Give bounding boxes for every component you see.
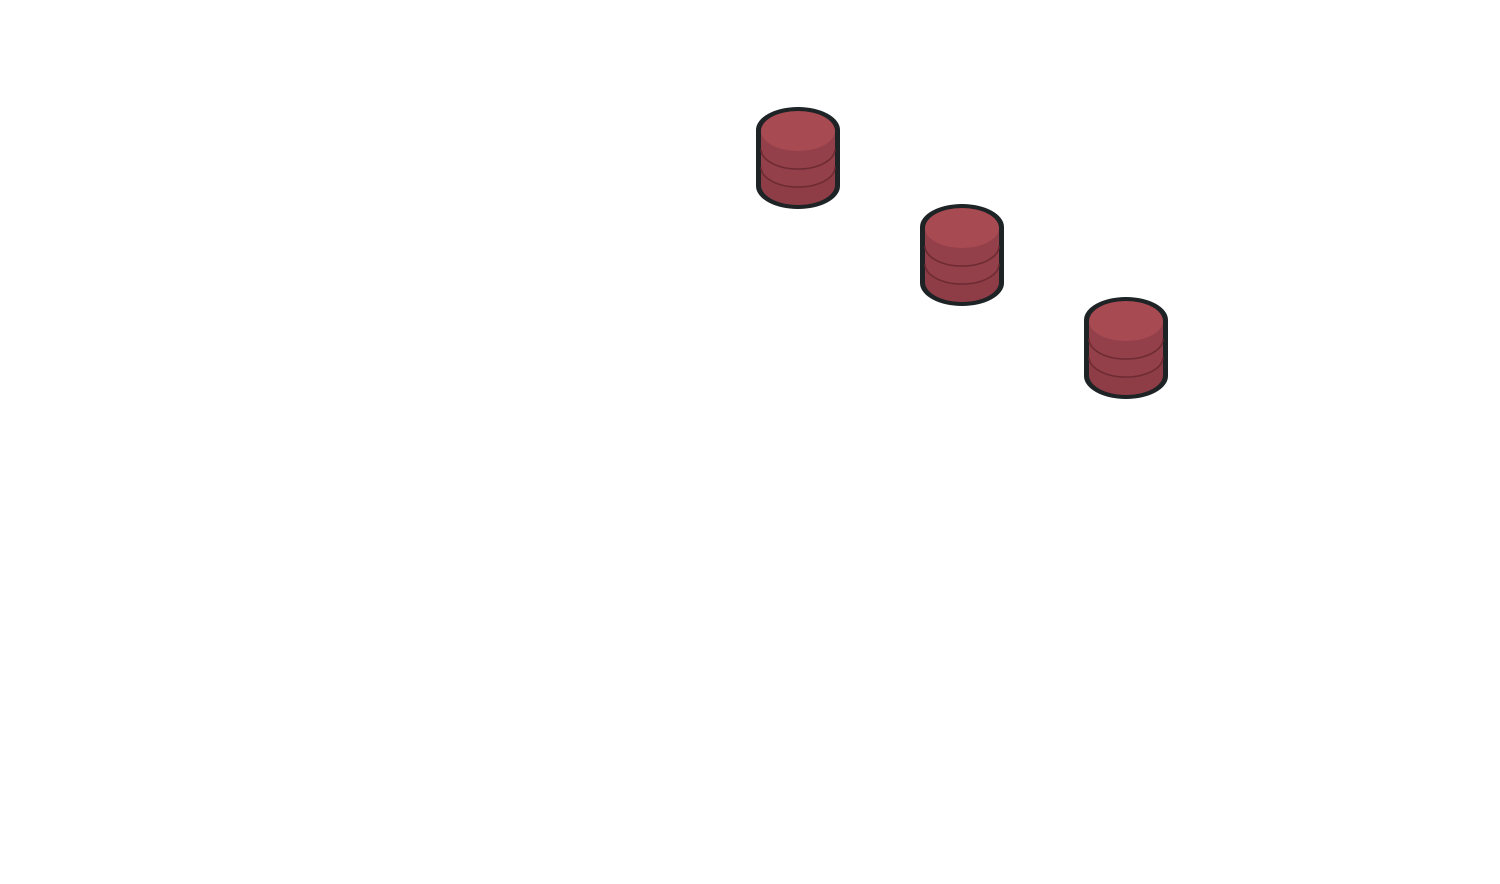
database-icon [1084, 297, 1168, 399]
database-node-3[interactable] [1080, 293, 1172, 403]
database-node-1[interactable] [752, 103, 844, 213]
database-icon [920, 204, 1004, 306]
database-node-2[interactable] [916, 200, 1008, 310]
database-icon [756, 107, 840, 209]
